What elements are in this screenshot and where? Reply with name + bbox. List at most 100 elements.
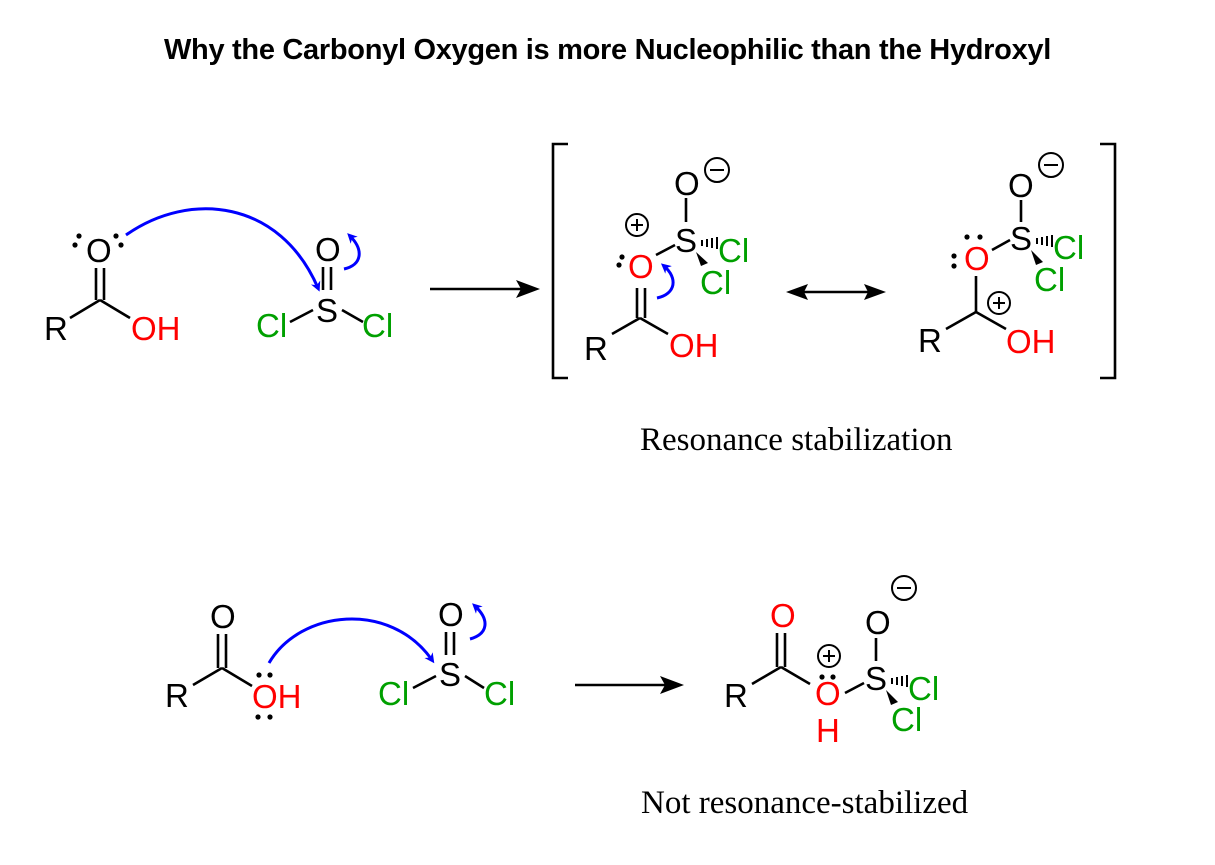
- atom-O: O: [315, 231, 341, 268]
- atom-O: O: [770, 597, 796, 634]
- lone-pair-dot: [267, 672, 273, 678]
- bond: [945, 310, 977, 331]
- atom-O-negative: O: [865, 604, 891, 641]
- lone-pair-dot: [72, 242, 78, 248]
- arrowhead: [516, 280, 540, 298]
- bond: [221, 666, 253, 688]
- solid-wedge-bond: [886, 690, 898, 705]
- curved-arrow-icon: [469, 603, 487, 641]
- atom-S: S: [675, 222, 697, 259]
- bond: [69, 298, 101, 320]
- atom-Cl: Cl: [700, 264, 731, 301]
- bond: [412, 674, 437, 690]
- lone-pair-dot: [951, 253, 957, 259]
- atom-OH-hydroxyl: OH: [252, 678, 302, 715]
- atom-Cl: Cl: [484, 675, 515, 712]
- lone-pair-dot: [619, 254, 625, 260]
- atom-S: S: [439, 656, 461, 693]
- resonance-structure-2: R OH O S O Cl Cl: [918, 152, 1084, 360]
- bond: [751, 665, 782, 686]
- atom-H: H: [816, 712, 840, 749]
- bond: [289, 308, 314, 324]
- curved-arrow-icon: [656, 263, 675, 300]
- atom-R: R: [584, 330, 608, 367]
- lone-pair-dot: [951, 263, 957, 269]
- resonance-structure-1: R OH O S O Cl Cl: [584, 157, 749, 367]
- lone-pair-dot: [267, 714, 273, 720]
- diagram-title: Why the Carbonyl Oxygen is more Nucleoph…: [163, 34, 1051, 66]
- atom-R: R: [165, 677, 189, 714]
- curved-arrow-icon: [267, 617, 435, 664]
- lone-pair-dot: [255, 714, 261, 720]
- top-socl2: O S Cl Cl: [256, 231, 393, 344]
- positive-charge-icon: [987, 291, 1011, 315]
- atom-Cl: Cl: [891, 701, 922, 738]
- atom-Cl: Cl: [256, 307, 287, 344]
- arrowhead: [786, 284, 808, 300]
- lone-pair-dot: [819, 674, 825, 680]
- hashed-wedge-bond: [701, 237, 718, 249]
- solid-wedge-bond: [696, 252, 708, 266]
- bottom-product: R O O H S O Cl Cl: [724, 575, 939, 749]
- lone-pair-dot: [118, 242, 124, 248]
- bond: [464, 674, 485, 690]
- bond: [639, 316, 669, 336]
- atom-OH: OH: [669, 327, 719, 364]
- lone-pair-dot: [113, 233, 119, 239]
- bond: [99, 298, 131, 320]
- atom-S: S: [316, 292, 338, 329]
- bond: [975, 310, 1007, 331]
- lone-pair-dot: [256, 672, 262, 678]
- hashed-wedge-bond: [1036, 235, 1053, 247]
- atom-O-carbonyl: O: [86, 232, 112, 269]
- caption-not-resonance-stabilized: Not resonance-stabilized: [641, 785, 969, 821]
- atom-O-oxonium: O: [628, 248, 654, 285]
- atom-Cl: Cl: [1034, 261, 1065, 298]
- atom-R: R: [44, 310, 68, 347]
- atom-S: S: [865, 660, 887, 697]
- bond: [192, 666, 223, 687]
- negative-charge-icon: [704, 157, 730, 183]
- bond: [780, 665, 811, 686]
- bracket-left: [551, 142, 568, 380]
- bond: [991, 238, 1011, 252]
- hashed-wedge-bond: [891, 675, 908, 687]
- atom-R: R: [918, 322, 942, 359]
- atom-O-negative: O: [674, 165, 700, 202]
- atom-O: O: [210, 598, 236, 635]
- atom-Cl: Cl: [1053, 229, 1084, 266]
- atom-R: R: [724, 677, 748, 714]
- atom-OH: OH: [131, 310, 181, 347]
- top-acid: R O OH: [44, 232, 181, 347]
- lone-pair-dot: [830, 674, 836, 680]
- atom-O: O: [964, 240, 990, 277]
- lone-pair-dot: [977, 234, 983, 240]
- curved-arrow-icon: [343, 233, 361, 271]
- lone-pair-dot: [76, 233, 82, 239]
- lone-pair-dot: [964, 234, 970, 240]
- positive-charge-icon: [817, 644, 841, 668]
- bottom-acid: R O OH: [165, 598, 302, 720]
- arrowhead: [864, 284, 886, 300]
- atom-O-negative: O: [1008, 167, 1034, 204]
- solid-wedge-bond: [1031, 250, 1043, 265]
- atom-Cl: Cl: [378, 675, 409, 712]
- curved-arrow-icon: [125, 207, 321, 292]
- bond: [844, 681, 865, 695]
- bond: [341, 308, 364, 324]
- atom-OH: OH: [1006, 323, 1056, 360]
- negative-charge-icon: [1038, 152, 1064, 178]
- atom-O-oxonium: O: [815, 675, 841, 712]
- bracket-right: [1100, 142, 1117, 380]
- bond: [655, 243, 676, 257]
- atom-Cl: Cl: [362, 307, 393, 344]
- atom-Cl: Cl: [908, 670, 939, 707]
- bond: [611, 316, 641, 336]
- arrowhead: [660, 676, 684, 694]
- caption-resonance-stabilization: Resonance stabilization: [640, 422, 953, 458]
- atom-S: S: [1010, 220, 1032, 257]
- atom-Cl: Cl: [718, 232, 749, 269]
- bottom-socl2: O S Cl Cl: [378, 596, 515, 712]
- positive-charge-icon: [625, 213, 649, 237]
